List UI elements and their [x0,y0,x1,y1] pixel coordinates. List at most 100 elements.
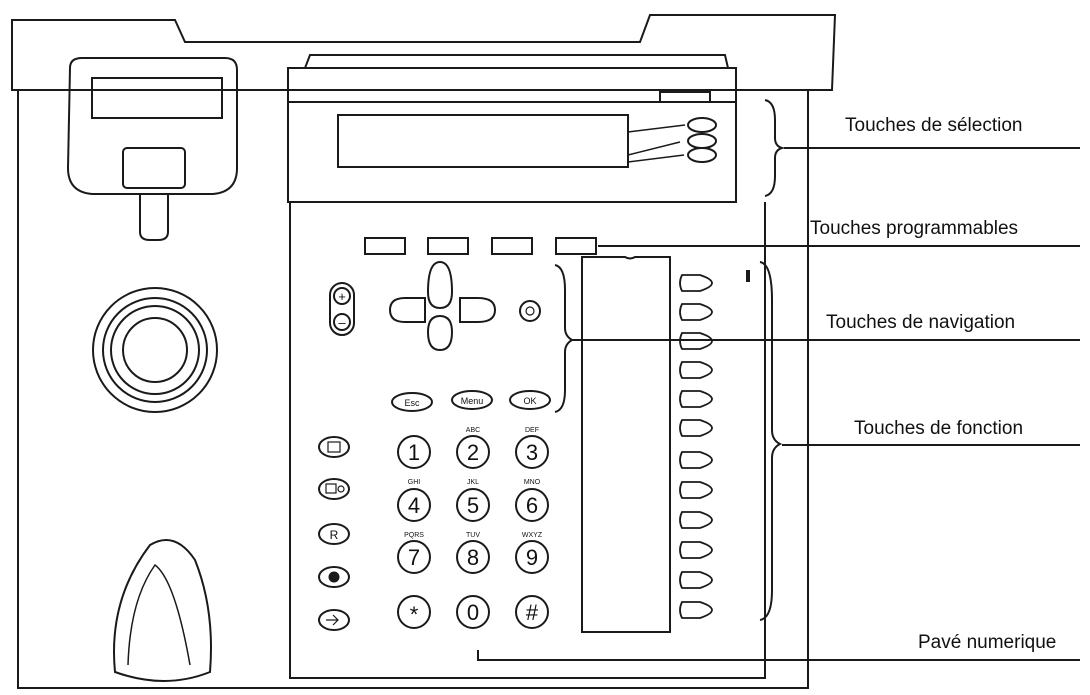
key-4-label: 4 [408,493,420,518]
esc-key[interactable] [391,392,433,412]
key-1-label: 1 [408,440,420,465]
handset-cradle [66,57,238,195]
key-hash[interactable] [515,595,549,629]
panel-top-bar [287,67,737,103]
function-key-4[interactable] [679,361,713,379]
esc-label: Esc [404,398,420,408]
ok-key[interactable] [509,390,551,410]
left-func-key-2[interactable] [318,478,350,500]
key-5[interactable] [456,488,490,522]
key-0-label: 0 [467,600,479,625]
nav-right-key[interactable] [459,297,497,323]
key-1[interactable] [397,435,431,469]
key-8-letters: TUV [466,532,480,539]
key-2[interactable] [456,435,490,469]
panel-top-ridge [303,54,730,69]
key-9[interactable] [515,540,549,574]
keypad [397,435,549,629]
pave-leader [477,650,1080,661]
key-7[interactable] [397,540,431,574]
function-key-2[interactable] [679,303,713,321]
function-keys [679,274,713,619]
function-key-10[interactable] [679,541,713,559]
key-9-label: 9 [526,545,538,570]
nav-down-key[interactable] [426,314,454,352]
key-7-letters: PQRS [404,532,424,539]
function-key-9[interactable] [679,511,713,529]
callout-fonction: Touches de fonction [854,418,1024,439]
key-7-label: 7 [408,545,420,570]
key-2-letters: ABC [466,427,480,434]
hook-stem [139,194,169,241]
handset-display [91,77,223,119]
ok-label: OK [523,396,536,406]
key-9-letters: WXYZ [522,532,543,539]
function-key-3[interactable] [679,332,713,350]
navigation-brace [554,264,575,413]
display-housing [287,101,737,203]
key-3[interactable] [515,435,549,469]
function-key-7[interactable] [679,451,713,469]
callout-programmables: Touches programmables [810,218,1019,239]
soft-key-4[interactable] [555,237,597,255]
volume-down-key[interactable] [333,313,351,331]
volume-down-label: – [338,315,346,330]
key-6-label: 6 [526,493,538,518]
selection-key-3[interactable] [687,147,717,163]
function-key-1[interactable] [679,274,713,292]
soft-key-2[interactable] [427,237,469,255]
soft-key-3[interactable] [491,237,533,255]
key-6[interactable] [515,488,549,522]
nav-left-key[interactable] [388,297,426,323]
r-key[interactable] [318,523,350,545]
key-3-letters: DEF [525,427,539,434]
key-5-label: 5 [467,493,479,518]
key-2-label: 2 [467,440,479,465]
volume-rocker[interactable] [329,282,355,336]
led-indicator [746,270,750,282]
key-star-label: * [410,602,419,627]
handset-holder [113,539,212,682]
nav-side-key[interactable] [519,300,541,322]
selection-brace [764,99,786,197]
left-func-key-5[interactable] [318,609,350,631]
menu-label: Menu [461,396,484,406]
r-key-label: R [330,528,339,542]
soft-key-1[interactable] [364,237,406,255]
key-4-letters: GHI [408,479,421,486]
nav-up-key[interactable] [426,260,454,310]
function-brace [759,261,783,621]
left-func-key-1[interactable] [318,436,350,458]
callout-pave: Pavé numerique [918,632,1057,653]
key-hash-label: # [526,600,539,625]
label-strip [581,256,671,633]
key-star[interactable] [397,595,431,629]
function-key-12[interactable] [679,601,713,619]
volume-up-label: + [338,289,346,304]
key-8-label: 8 [467,545,479,570]
callout-navigation: Touches de navigation [826,312,1016,333]
key-panel [289,202,766,679]
key-6-letters: MNO [524,479,541,486]
function-key-8[interactable] [679,481,713,499]
panel-tab [659,91,711,103]
selection-key-1[interactable] [687,117,717,133]
hook-switch [122,147,186,189]
lcd-screen [337,114,629,168]
menu-key[interactable] [451,390,493,410]
volume-up-key[interactable] [333,287,351,305]
function-key-6[interactable] [679,419,713,437]
key-5-letters: JKL [467,479,479,486]
speaker [92,287,218,413]
key-4[interactable] [397,488,431,522]
function-key-5[interactable] [679,390,713,408]
key-8[interactable] [456,540,490,574]
selection-key-2[interactable] [687,133,717,149]
function-key-11[interactable] [679,571,713,589]
key-0[interactable] [456,595,490,629]
callout-selection: Touches de sélection [845,115,1023,136]
left-func-key-4[interactable] [318,566,350,588]
key-3-label: 3 [526,440,538,465]
